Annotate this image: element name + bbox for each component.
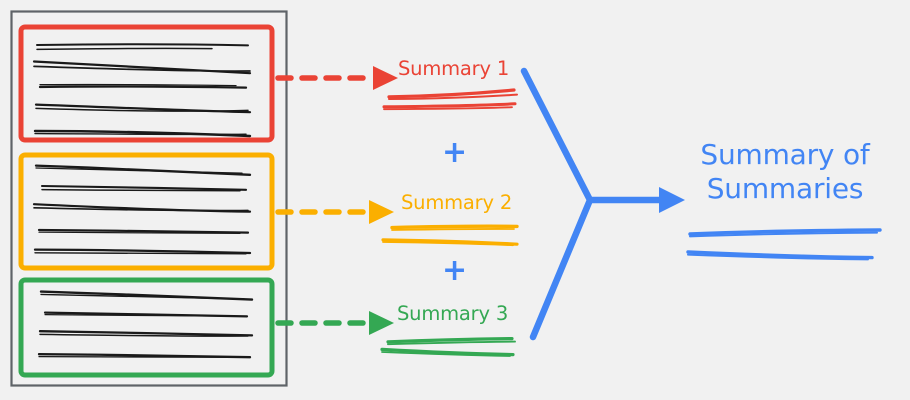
document-box-red[interactable]	[18, 24, 275, 143]
plus-operator-2: +	[442, 253, 468, 288]
final-summary-underline	[686, 228, 882, 261]
final-summary-line-1: Summary of	[700, 138, 870, 171]
summary-2-underline	[381, 224, 519, 247]
document-box-yellow[interactable]	[18, 152, 275, 271]
plus-operator-1: +	[442, 135, 468, 170]
summary-3-label: Summary 3	[397, 302, 509, 325]
document-yellow-text-lines	[32, 164, 252, 255]
summary-1-underline	[382, 88, 518, 111]
document-green-text-lines	[37, 290, 254, 359]
dashed-arrow-yellow	[275, 200, 394, 224]
summary-1-label: Summary 1	[398, 57, 510, 80]
dashed-arrow-green	[275, 311, 394, 335]
dashed-arrow-red	[275, 66, 398, 90]
document-box-green[interactable]	[18, 277, 275, 378]
final-summary-line-2: Summaries	[706, 172, 864, 205]
summary-3-underline	[380, 337, 516, 357]
summary-2-label: Summary 2	[401, 191, 513, 214]
document-stack-frame	[10, 10, 288, 387]
merge-connector-blue	[520, 67, 685, 341]
document-red-text-lines	[32, 43, 252, 138]
